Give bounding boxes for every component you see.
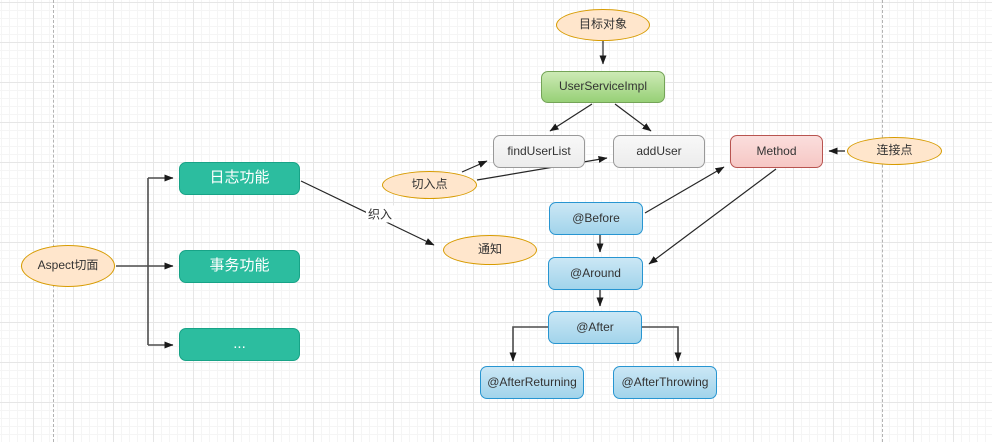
edge-after-to-afterthrowing[interactable]: [642, 326, 682, 362]
node-transaction-function[interactable]: 事务功能: [179, 250, 300, 283]
node-notice[interactable]: 通知: [443, 235, 537, 265]
node-after[interactable]: @After: [548, 311, 642, 344]
page-break-guide-right: [882, 0, 883, 442]
node-label: findUserList: [507, 143, 571, 158]
node-more-function[interactable]: ...: [179, 328, 300, 361]
edge-label-weave: 织入: [365, 205, 395, 223]
node-adduser[interactable]: addUser: [613, 135, 705, 168]
node-label: @Before: [572, 210, 620, 225]
node-afterthrowing[interactable]: @AfterThrowing: [613, 366, 717, 399]
node-label: Method: [756, 143, 797, 158]
edge-pointcut-to-finduserlist[interactable]: [461, 160, 488, 173]
edge-impl-to-adduser[interactable]: [614, 103, 652, 132]
node-label: @After: [576, 319, 614, 334]
page-break-guide-left: [53, 0, 54, 442]
node-label: UserServiceImpl: [558, 79, 648, 94]
node-label: @AfterReturning: [487, 374, 577, 389]
node-joinpoint[interactable]: 连接点: [847, 137, 942, 165]
edge-impl-to-finduserlist[interactable]: [549, 103, 593, 132]
node-userserviceimpl[interactable]: UserServiceImpl: [541, 71, 665, 103]
node-label: 日志功能: [209, 169, 270, 187]
node-method[interactable]: Method: [730, 135, 823, 168]
node-aspect[interactable]: Aspect切面: [21, 245, 115, 287]
edge-after-to-afterreturning[interactable]: [509, 326, 548, 362]
node-log-function[interactable]: 日志功能: [179, 162, 300, 195]
node-label: 通知: [477, 242, 502, 257]
node-label: addUser: [636, 143, 682, 158]
node-label: 目标对象: [578, 17, 627, 32]
node-afterreturning[interactable]: @AfterReturning: [480, 366, 584, 399]
node-label: ...: [233, 335, 246, 353]
node-pointcut[interactable]: 切入点: [382, 171, 477, 199]
node-finduserlist[interactable]: findUserList: [493, 135, 585, 168]
node-label: 事务功能: [209, 257, 270, 275]
edge-before-to-method[interactable]: [644, 166, 725, 214]
node-around[interactable]: @Around: [548, 257, 643, 290]
node-before[interactable]: @Before: [549, 202, 643, 235]
node-label: 连接点: [876, 143, 913, 158]
node-label: @AfterThrowing: [621, 374, 709, 389]
node-label: Aspect切面: [37, 258, 99, 273]
node-label: 切入点: [411, 177, 448, 192]
node-label: @Around: [570, 265, 621, 280]
edge-method-to-around[interactable]: [648, 168, 777, 265]
node-target-object[interactable]: 目标对象: [556, 9, 650, 41]
